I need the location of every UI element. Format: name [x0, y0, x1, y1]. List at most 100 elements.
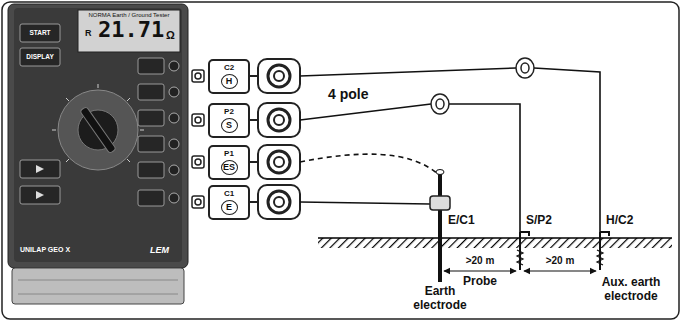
test-lead: [534, 68, 600, 232]
probe-rod: [517, 232, 529, 270]
terminal-plug: [192, 70, 204, 208]
tester-device: [140, 130, 144, 131]
tester-device: [66, 98, 69, 101]
terminal-name: C2: [224, 64, 234, 72]
ground: [318, 238, 672, 248]
socket: [250, 161, 258, 163]
cable-reel: [521, 63, 529, 73]
tester-device: [169, 193, 179, 203]
socket: [250, 201, 258, 203]
socket: [258, 145, 300, 179]
terminal-plug: [195, 117, 201, 123]
test-lead: [300, 104, 431, 120]
socket: [274, 157, 284, 167]
test-lead: [300, 68, 600, 232]
tester-device: [169, 61, 179, 71]
distance-label: >20 m: [450, 255, 510, 267]
terminal-plug: [192, 156, 204, 168]
socket: [274, 71, 284, 81]
aux-earth-rod: [597, 232, 609, 270]
terminal-letter: ES: [221, 160, 238, 175]
tester-device: [169, 87, 179, 97]
dimension-arrow: [524, 270, 596, 271]
tester-device: [80, 106, 116, 153]
tester-device: [138, 190, 164, 206]
socket: [258, 59, 300, 93]
cable-reel: [431, 58, 534, 114]
socket: [250, 75, 258, 77]
dimension-arrow: [444, 270, 596, 271]
cable-reel: [431, 94, 449, 114]
test-lead: [300, 68, 516, 76]
tester-device: [98, 84, 99, 88]
tester-device: [18, 280, 178, 281]
cable-reel: [516, 58, 534, 78]
terminal-label: E/C1: [448, 214, 475, 228]
socket: [274, 115, 284, 125]
earth-electrode: [438, 172, 442, 282]
terminal-letter: H: [221, 74, 238, 89]
tester-device: [20, 24, 60, 42]
display-reading: 21.71: [98, 19, 164, 41]
tester-device: [20, 160, 60, 178]
tester-device: [52, 84, 144, 162]
terminal-letter: E: [221, 200, 238, 215]
terminal-box: C2H: [208, 59, 250, 94]
aux-earth-rod: [597, 250, 603, 265]
terminal-name: P2: [224, 108, 234, 116]
socket: [258, 185, 300, 219]
distance-label: >20 m: [530, 255, 590, 267]
socket: [268, 191, 290, 213]
button-label: DISPLAY: [20, 53, 60, 60]
tester-device: [36, 165, 44, 173]
probe-rod: [517, 250, 523, 265]
dimension-arrow: [444, 270, 516, 271]
tester-device: [127, 159, 130, 162]
terminal-name: P1: [224, 150, 234, 158]
tester-device: [169, 113, 179, 123]
part-name: Probe: [455, 275, 505, 289]
tester-device: [138, 58, 164, 74]
tester-device: [138, 84, 164, 100]
terminal-label: H/C2: [606, 214, 633, 228]
terminal-plug: [195, 73, 201, 79]
display-symbol: R: [85, 28, 92, 38]
button-label: START: [20, 29, 60, 36]
test-lead: [449, 104, 520, 232]
part-name: Earth electrode: [405, 285, 475, 313]
terminal-plug: [195, 159, 201, 165]
earth-electrode: [430, 170, 450, 283]
part-name: Aux. earth electrode: [588, 276, 674, 304]
tester-device: [18, 294, 178, 295]
tester-device: [20, 186, 60, 204]
brand-text: NORMA Earth / Ground Tester: [80, 12, 178, 19]
terminal-plug: [192, 70, 204, 82]
display-unit: Ω: [166, 29, 175, 42]
socket: [274, 197, 284, 207]
socket: [258, 103, 300, 137]
ground: [318, 237, 672, 239]
terminal-letter: S: [221, 118, 238, 133]
tester-device: [138, 162, 164, 178]
socket: [250, 59, 300, 219]
ground: [318, 238, 672, 248]
tester-device: [66, 159, 69, 162]
terminal-label: S/P2: [526, 214, 552, 228]
terminal-plug: [195, 199, 201, 205]
terminal-box: P2S: [208, 103, 250, 138]
terminal-box: C1E: [208, 185, 250, 220]
test-lead: [300, 202, 430, 204]
tester-device: [58, 90, 138, 170]
socket: [268, 65, 290, 87]
earth-electrode: [436, 170, 444, 175]
aux-earth-rod: [600, 232, 609, 236]
tester-device: [20, 48, 60, 66]
tester-device: [14, 8, 182, 262]
model-name: UNILAP GEO X: [20, 246, 70, 254]
brand-logo: LEM: [150, 245, 169, 255]
tester-device: [127, 98, 130, 101]
test-lead: [300, 154, 438, 174]
method-label: 4 pole: [328, 86, 368, 102]
